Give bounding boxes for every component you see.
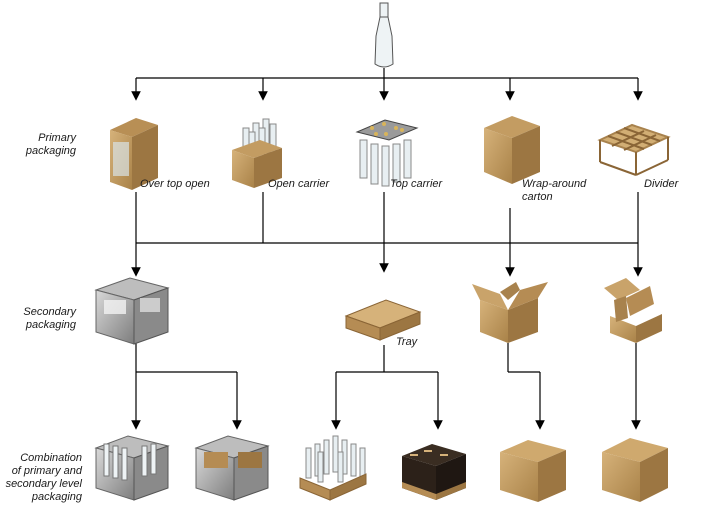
tray-with-bottles-icon: [299, 435, 367, 501]
closed-box-icon: [500, 440, 566, 502]
wrap-around-carton-icon: [484, 116, 540, 184]
glass-bottle-icon: [374, 2, 394, 68]
open-box-icon: [472, 282, 548, 343]
connector-lines: [131, 68, 643, 430]
crate-with-carriers-icon: [194, 435, 270, 501]
crate-with-bottles-icon: [94, 435, 170, 501]
top-carrier-icon: [355, 119, 419, 187]
label-top-carrier: Top carrier: [390, 178, 443, 190]
label-open-carrier: Open carrier: [268, 178, 330, 190]
over-top-open-icon: [110, 118, 158, 190]
divider-icon: [597, 123, 671, 176]
tray-icon: [344, 299, 422, 341]
row-label-primary: Primary packaging: [25, 132, 76, 157]
row-label-secondary: Secondary packaging: [23, 306, 76, 331]
crate-icon: [94, 277, 170, 345]
label-wrap-around-carton: Wrap-around carton: [522, 178, 587, 203]
label-over-top-open: Over top open: [140, 178, 210, 190]
closed-box-with-divider-icon: [602, 438, 668, 502]
open-carrier-icon: [232, 118, 282, 188]
label-divider: Divider: [644, 178, 679, 190]
label-tray: Tray: [396, 336, 418, 348]
row-label-combination: Combination of primary and secondary lev…: [5, 452, 82, 503]
tray-with-carriers-icon: [402, 444, 466, 500]
box-with-divider-icon: [604, 278, 662, 343]
